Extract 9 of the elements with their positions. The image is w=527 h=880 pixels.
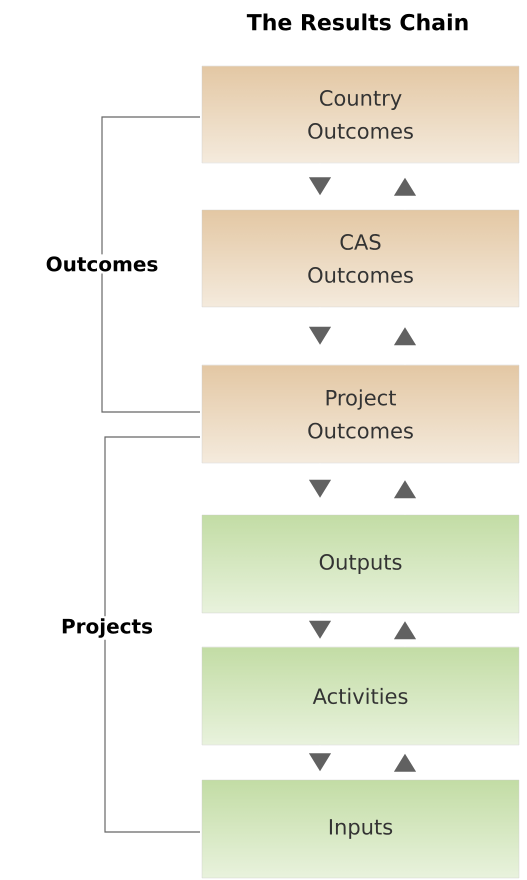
group-label: Outcomes (44, 254, 160, 274)
process-box: CAS Outcomes (202, 210, 520, 308)
process-box: Activities (202, 646, 520, 746)
title: The Results Chain (246, 13, 468, 30)
process-box: Outputs (202, 514, 520, 614)
process-box: Country Outcomes (202, 66, 520, 164)
process-box: Inputs (202, 780, 520, 878)
group-label: Projects (59, 616, 155, 640)
process-box: Project Outcomes (202, 364, 520, 464)
